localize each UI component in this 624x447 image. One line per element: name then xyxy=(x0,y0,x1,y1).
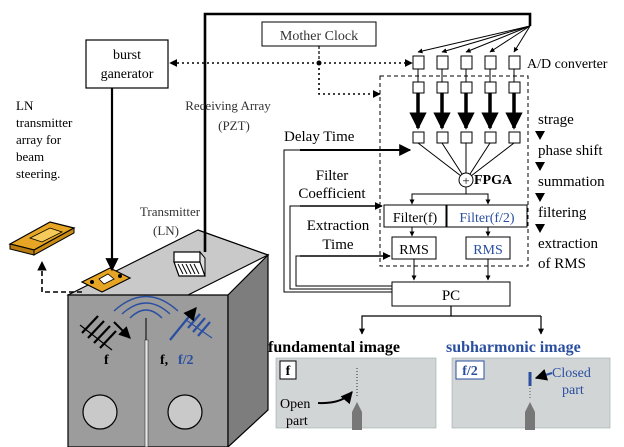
specimen-notch xyxy=(144,339,149,447)
step-arrow-4 xyxy=(535,224,545,233)
ln-array-label-line3: array for xyxy=(16,132,62,147)
fundamental-tag: f xyxy=(286,364,291,379)
closed-part-label-line2: part xyxy=(562,383,584,398)
specimen-side-face xyxy=(227,253,269,447)
incident-wave-icon xyxy=(79,315,117,351)
receiving-array-label-line2: (PZT) xyxy=(218,118,250,133)
transmitter-label-line2: (LN) xyxy=(153,223,179,238)
subharmonic-image-title: subharmonic image xyxy=(446,339,581,356)
rms-left-label: RMS xyxy=(399,243,429,258)
channel-fan xyxy=(417,25,531,54)
open-part-label-line1: Open xyxy=(280,397,310,412)
process-step-filtering: filtering xyxy=(538,205,587,221)
fpga-boundary xyxy=(379,75,529,267)
wave-arcs xyxy=(113,295,179,319)
extraction-time-label-line1: Extraction xyxy=(307,218,370,234)
freq-f-comma-label: f, xyxy=(160,353,168,368)
clock-to-fpga-dotted xyxy=(318,63,381,98)
ln-array-label-line4: beam xyxy=(16,149,44,164)
filter-f2-label: Filter(f/2) xyxy=(459,211,515,226)
ln-array-dashed-link xyxy=(37,261,82,293)
filter-coeff-label-line2: Coefficient xyxy=(298,186,366,202)
ln-array-label-line5: steering. xyxy=(16,166,60,181)
specimen-hole-left xyxy=(82,394,118,430)
closed-part-arrow xyxy=(534,369,553,381)
fundamental-specimen-notch xyxy=(352,402,362,430)
summation-fan-in xyxy=(417,142,515,177)
pc-to-images xyxy=(359,306,452,335)
burst-generator-box xyxy=(85,39,169,89)
summation-symbol: + xyxy=(462,173,469,188)
pc-label: PC xyxy=(442,288,460,304)
process-step-extraction: extraction xyxy=(538,236,598,252)
storage-channels xyxy=(409,69,523,144)
scattered-wave-arrow xyxy=(169,306,197,341)
transmitter-label-line1: Transmitter xyxy=(140,204,201,219)
freq-f-label: f xyxy=(104,353,109,368)
pc-box xyxy=(391,281,511,307)
process-step-storage: strage xyxy=(538,112,574,128)
process-step-summation: summation xyxy=(538,174,605,190)
step-arrow-2 xyxy=(535,162,545,171)
sum-to-filters xyxy=(409,187,467,205)
ln-transmitter-array xyxy=(8,221,76,256)
process-step-of-rms: of RMS xyxy=(538,256,586,272)
receiving-pzt-array xyxy=(173,250,206,277)
process-steps: strage phase shift summation filtering e… xyxy=(535,112,605,272)
burst-generator-label-line2: ganerator xyxy=(101,67,154,82)
specimen-block xyxy=(66,229,270,447)
ad-converter-label: A/D converter xyxy=(527,57,608,72)
closed-part-label-line1: Closed xyxy=(552,366,591,381)
pc-feedback-lines xyxy=(283,149,392,293)
fundamental-tag-box xyxy=(279,360,297,380)
open-part-arrow xyxy=(317,391,353,405)
burst-generator-label-line1: burst xyxy=(113,48,141,63)
process-step-phase-shift: phase shift xyxy=(538,143,603,159)
mother-clock-box xyxy=(261,21,377,47)
ln-array-label-line2: transmitter xyxy=(16,115,73,130)
filter-coeff-label-line1: Filter xyxy=(316,168,349,184)
filter-f-label: Filter(f) xyxy=(393,211,438,226)
sum-to-filter-f2 xyxy=(466,193,491,205)
filter-f-box xyxy=(383,204,447,228)
mother-clock-label: Mother Clock xyxy=(280,29,358,44)
receiving-array-cable xyxy=(203,12,532,252)
fpga-label: FPGA xyxy=(474,173,513,188)
freq-f2-label: f/2 xyxy=(178,353,194,368)
transmitter-ln-transducer xyxy=(80,267,132,293)
ln-array-label-line1: LN xyxy=(16,98,34,113)
step-arrow-3 xyxy=(535,193,545,202)
specimen-hole-right xyxy=(167,394,203,430)
fundamental-image-title: fundamental image xyxy=(268,339,400,356)
subharmonic-tag: f/2 xyxy=(462,364,478,379)
rms-right-label: RMS xyxy=(473,243,503,258)
ad-converter-row xyxy=(412,55,521,70)
subharmonic-specimen-notch xyxy=(525,402,535,430)
filter-f2-box xyxy=(446,204,528,228)
receiving-array-label-line1: Receiving Array xyxy=(185,98,271,113)
extraction-time-label-line2: Time xyxy=(322,237,353,253)
incident-wave-arrow xyxy=(113,321,131,339)
subharmonic-tag-box xyxy=(455,360,485,380)
delay-time-label: Delay Time xyxy=(284,129,355,145)
open-part-label-line2: part xyxy=(286,414,308,429)
step-arrow-1 xyxy=(535,131,545,140)
